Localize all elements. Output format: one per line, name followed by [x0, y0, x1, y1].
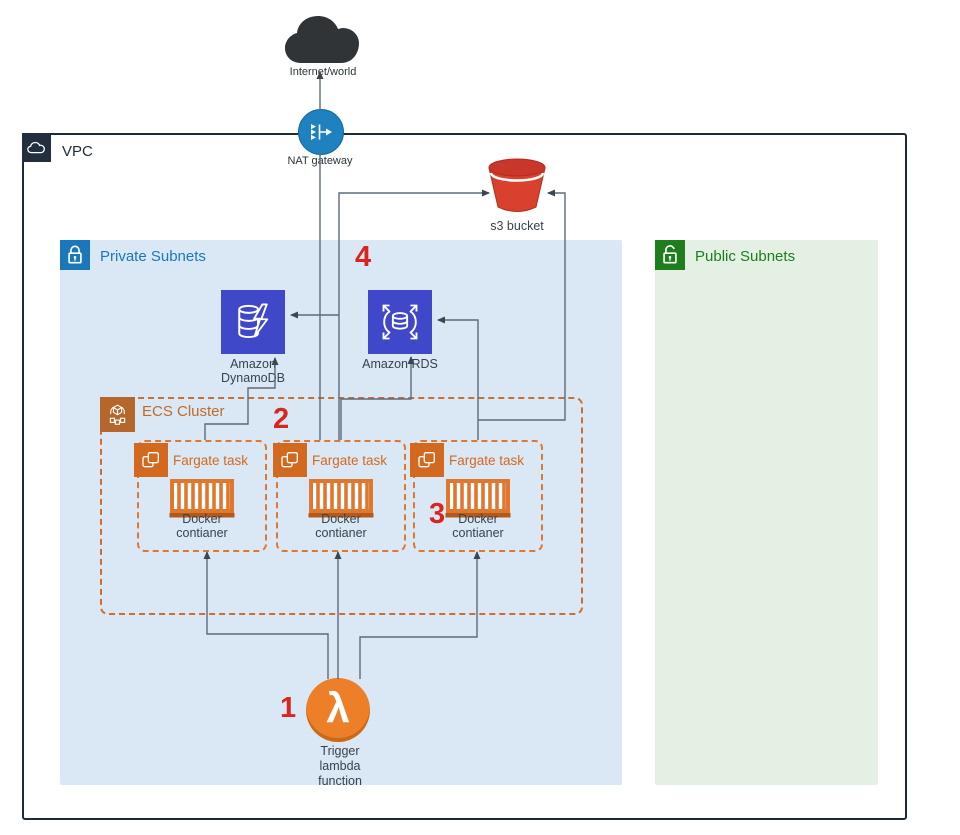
- internet-cloud-icon: [285, 16, 359, 63]
- nat-gateway-label: NAT gateway: [287, 155, 353, 167]
- dynamodb-label: Amazon DynamoDB: [193, 357, 313, 385]
- step-number-2: 2: [273, 403, 290, 435]
- docker-label-line2: contianer: [452, 526, 504, 540]
- docker-container-icon: [169, 479, 235, 518]
- lambda-glyph: λ: [326, 684, 350, 731]
- docker-container-label: Docker contianer: [415, 512, 541, 540]
- lambda-label-line2: lambda: [319, 759, 361, 773]
- docker-label-line2: contianer: [315, 526, 367, 540]
- docker-label-line1: Docker: [321, 512, 361, 526]
- dynamodb-label-line2: DynamoDB: [221, 371, 285, 385]
- nat-gateway-icon: [298, 109, 344, 155]
- vpc-label: VPC: [62, 143, 93, 160]
- fargate-task-1: Fargate task Docker contianer: [134, 440, 267, 552]
- fargate-icon: [134, 443, 168, 477]
- vpc-container: [22, 133, 907, 820]
- dynamodb-label-line1: Amazon: [230, 357, 276, 371]
- step-number-3: 3: [429, 498, 446, 530]
- docker-container-label: Docker contianer: [139, 512, 265, 540]
- docker-container-icon: [308, 479, 374, 518]
- lambda-label-line1: Trigger: [320, 744, 360, 758]
- fargate-task-title: Fargate task: [449, 453, 525, 468]
- public-subnets-label: Public Subnets: [695, 248, 796, 265]
- docker-label-line2: contianer: [176, 526, 228, 540]
- ecs-cluster-icon: [100, 397, 135, 432]
- docker-container-label: Docker contianer: [278, 512, 404, 540]
- lambda-function-icon: λ: [306, 678, 370, 742]
- fargate-icon: [410, 443, 444, 477]
- s3-bucket-label: s3 bucket: [490, 219, 544, 233]
- fargate-task-title: Fargate task: [312, 453, 388, 468]
- s3-bucket-icon: [488, 158, 546, 212]
- lambda-function-label: Trigger lambda function: [288, 744, 392, 789]
- rds-icon: [368, 290, 432, 354]
- docker-container-icon: [445, 479, 511, 518]
- dynamodb-icon: [221, 290, 285, 354]
- step-number-1: 1: [280, 692, 297, 724]
- docker-label-line1: Docker: [182, 512, 222, 526]
- public-unlock-icon: [655, 240, 685, 270]
- docker-label-line1: Docker: [458, 512, 498, 526]
- private-subnets-label: Private Subnets: [100, 248, 206, 265]
- internet-label: Internet/world: [289, 66, 357, 78]
- step-number-4: 4: [355, 241, 372, 273]
- vpc-cloud-icon: [22, 133, 51, 162]
- private-lock-icon: [60, 240, 90, 270]
- rds-label: Amazon RDS: [362, 357, 438, 371]
- fargate-task-3: Fargate task Docker contianer: [410, 440, 543, 552]
- fargate-task-2: Fargate task Docker contianer: [273, 440, 406, 552]
- public-subnets-container: [655, 240, 878, 785]
- fargate-icon: [273, 443, 307, 477]
- fargate-task-title: Fargate task: [173, 453, 249, 468]
- ecs-cluster-label: ECS Cluster: [142, 403, 225, 420]
- lambda-label-line3: function: [318, 774, 362, 788]
